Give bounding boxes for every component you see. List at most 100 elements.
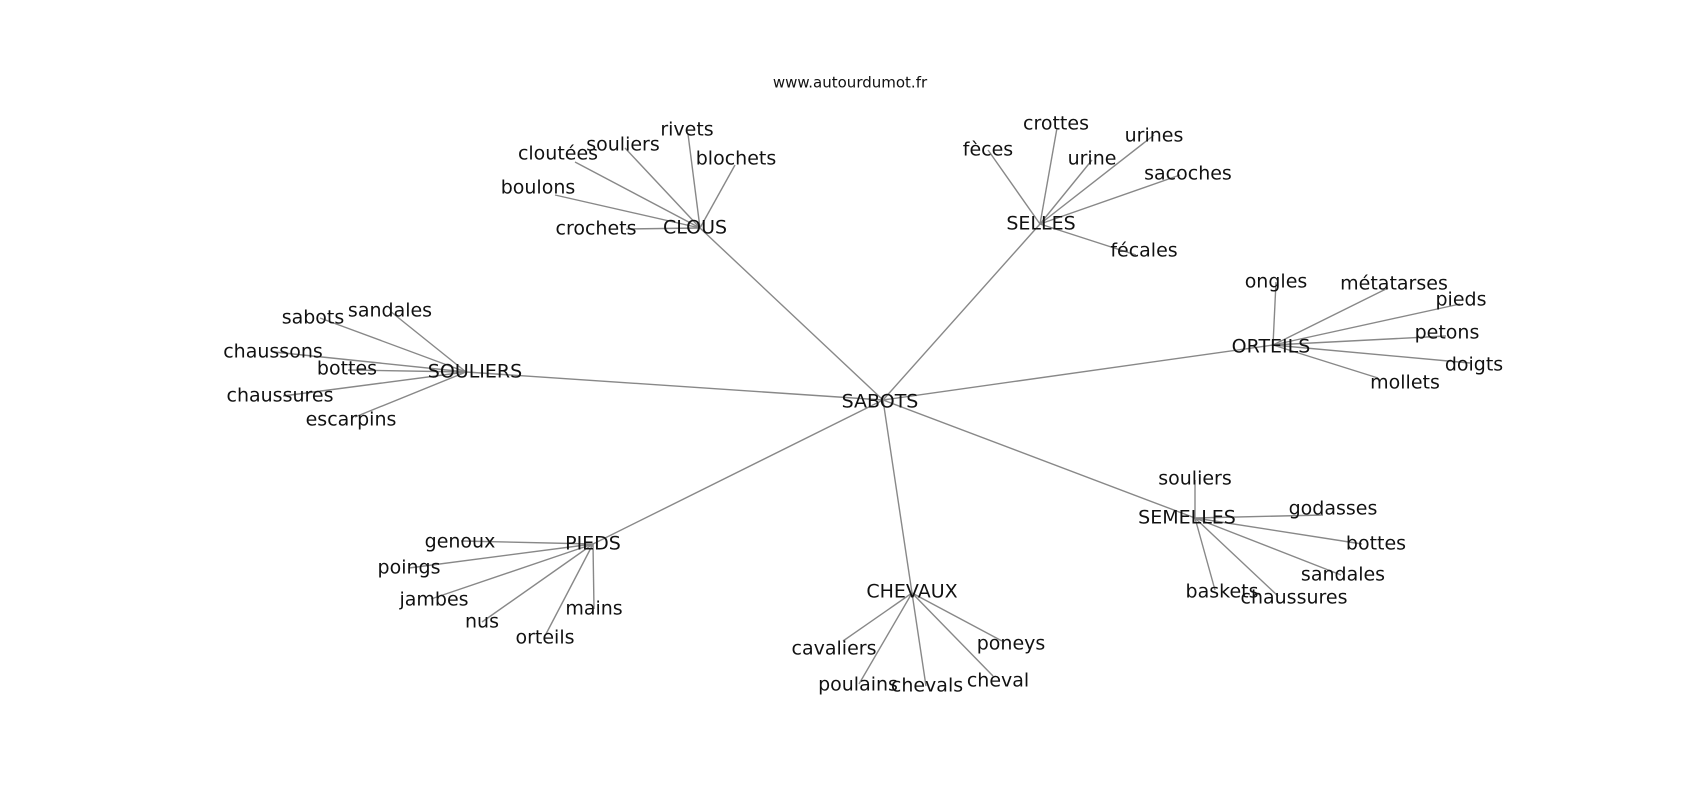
edge-center-to-hub	[882, 344, 1274, 401]
leaf-node-label: mollets	[1370, 372, 1440, 394]
edge-hub-to-leaf	[1039, 174, 1181, 225]
leaf-node-label: sacoches	[1144, 163, 1232, 185]
leaf-node-label: pieds	[1436, 289, 1487, 311]
leaf-node-label: doigts	[1445, 354, 1503, 376]
edge-hub-to-leaf	[1039, 223, 1137, 256]
edge-hub-to-leaf	[1194, 517, 1363, 545]
edge-hub-to-leaf	[1039, 134, 1155, 225]
edge-hub-to-leaf	[282, 371, 467, 397]
edge-hub-to-leaf	[574, 161, 701, 229]
edge-hub-to-leaf	[1194, 517, 1279, 597]
leaf-node-label: nus	[465, 611, 499, 633]
edge-hub-to-leaf	[911, 592, 1003, 642]
edge-hub-to-leaf	[430, 543, 594, 600]
leaf-node-label: blochets	[696, 148, 777, 170]
leaf-node-label: urines	[1125, 125, 1184, 147]
edge-hub-to-leaf	[481, 543, 594, 623]
leaf-node-label: souliers	[586, 134, 660, 156]
leaf-node-label: crottes	[1023, 113, 1089, 135]
leaf-node-label: crochets	[556, 218, 637, 240]
edge-hub-to-leaf	[554, 194, 701, 229]
hub-node-label: SELLES	[1006, 213, 1075, 235]
hub-node-label: SEMELLES	[1138, 507, 1236, 529]
edge-center-to-hub	[882, 223, 1041, 401]
leaf-node-label: petons	[1415, 322, 1480, 344]
edge-hub-to-leaf	[460, 540, 594, 545]
leaf-node-label: chaussures	[227, 385, 334, 407]
leaf-node-label: métatarses	[1340, 273, 1448, 295]
edge-hub-to-leaf	[389, 310, 467, 373]
hub-node-label: ORTEILS	[1232, 336, 1311, 358]
edge-center-to-hub	[465, 371, 884, 401]
leaf-node-label: chaussons	[223, 341, 323, 363]
leaf-node-label: fèces	[963, 139, 1013, 161]
leaf-node-label: chevals	[891, 675, 963, 697]
leaf-node-label: urine	[1068, 148, 1117, 170]
leaf-node-label: sandales	[1301, 564, 1385, 586]
edge-hub-to-leaf	[1272, 335, 1447, 346]
leaf-node-label: baskets	[1186, 581, 1259, 603]
leaf-node-label: fécales	[1110, 240, 1177, 262]
edge-hub-to-leaf	[319, 317, 467, 373]
edge-hub-to-leaf	[624, 147, 701, 229]
edge-hub-to-leaf	[1039, 159, 1093, 225]
edge-hub-to-leaf	[1272, 344, 1471, 364]
center-node-label: SABOTS	[842, 391, 919, 413]
edge-hub-to-leaf	[699, 164, 736, 229]
hub-node-label: CHEVAUX	[866, 581, 957, 603]
edges-layer	[273, 127, 1471, 687]
leaf-node-label: cheval	[967, 670, 1029, 692]
edge-hub-to-leaf	[1272, 287, 1389, 346]
hub-node-label: SOULIERS	[428, 361, 522, 383]
leaf-node-label: cavaliers	[792, 638, 877, 660]
leaf-node-label: mains	[565, 598, 622, 620]
edge-hub-to-leaf	[858, 592, 913, 685]
leaf-node-label: jambes	[398, 589, 468, 611]
edge-hub-to-leaf	[987, 149, 1041, 225]
edge-hub-to-leaf	[687, 133, 701, 229]
edge-hub-to-leaf	[1194, 517, 1216, 591]
leaf-node-label: bottes	[317, 358, 377, 380]
leaf-node-label: bottes	[1346, 533, 1406, 555]
leaf-node-label: poneys	[977, 633, 1046, 655]
edge-hub-to-leaf	[273, 351, 467, 373]
leaf-node-label: escarpins	[306, 409, 397, 431]
edge-hub-to-leaf	[625, 227, 701, 230]
edge-hub-to-leaf	[1194, 517, 1342, 576]
edge-center-to-hub	[882, 399, 1196, 519]
edge-hub-to-leaf	[592, 543, 595, 610]
leaf-node-label: orteils	[515, 627, 574, 649]
leaf-node-label: sandales	[348, 300, 432, 322]
leaf-node-label: genoux	[425, 531, 496, 553]
site-title: www.autourdumot.fr	[773, 74, 928, 92]
leaf-node-label: sabots	[282, 307, 345, 329]
leaf-node-label: poings	[378, 557, 441, 579]
edge-hub-to-leaf	[347, 369, 467, 373]
edge-hub-to-leaf	[354, 371, 467, 418]
edge-hub-to-leaf	[842, 592, 913, 642]
edge-hub-to-leaf	[1039, 127, 1058, 225]
labels-layer: www.autourdumot.fr SABOTSCLOUScloutéesso…	[223, 74, 1503, 697]
leaf-node-label: ongles	[1245, 271, 1308, 293]
edge-hub-to-leaf	[1194, 514, 1324, 519]
leaf-node-label: godasses	[1289, 498, 1378, 520]
edge-center-to-hub	[699, 227, 884, 401]
edge-hub-to-leaf	[1272, 344, 1379, 379]
leaf-node-label: cloutées	[518, 143, 598, 165]
edge-hub-to-leaf	[408, 543, 594, 569]
edge-hub-to-leaf	[545, 543, 594, 635]
edge-hub-to-leaf	[911, 592, 994, 677]
edge-hub-to-leaf	[911, 592, 927, 687]
edge-center-to-hub	[882, 399, 913, 594]
leaf-node-label: chaussures	[1241, 587, 1348, 609]
leaf-node-label: poulains	[818, 674, 898, 696]
hub-node-label: CLOUS	[663, 217, 727, 239]
leaf-node-label: souliers	[1158, 468, 1232, 490]
leaf-node-label: boulons	[501, 177, 576, 199]
edge-hub-to-leaf	[1272, 303, 1461, 346]
edge-hub-to-leaf	[1272, 281, 1277, 346]
edge-center-to-hub	[592, 399, 884, 545]
hub-node-label: PIEDS	[565, 533, 621, 555]
leaf-node-label: rivets	[660, 119, 713, 141]
